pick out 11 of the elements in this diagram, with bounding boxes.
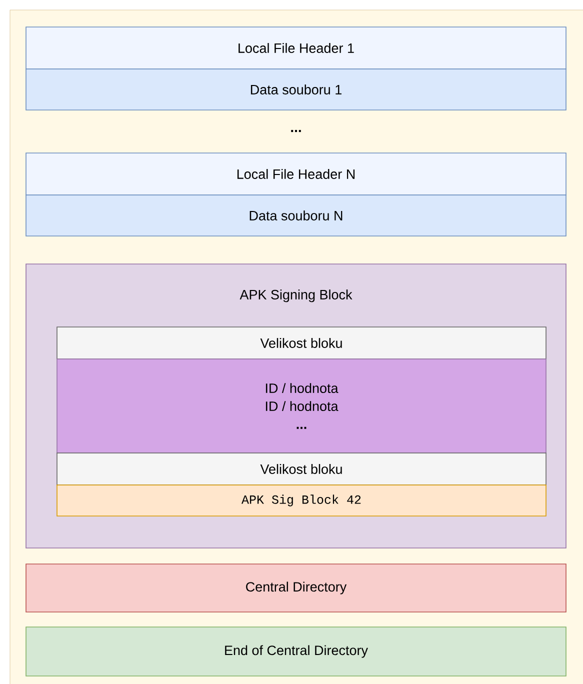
block-box: Local File Header N [26, 152, 566, 196]
block-box: APK Sig Block 42 [56, 484, 546, 516]
block-box: Velikost bloku [56, 452, 546, 486]
block-box: ID / hodnota ID / hodnota ... [56, 358, 546, 454]
block-box: Velikost bloku [56, 326, 546, 360]
block-box: Local File Header 1 [26, 26, 566, 70]
ellipsis: ... [291, 130, 301, 132]
block-box: Data souboru 1 [26, 68, 566, 110]
block-box: Data souboru N [26, 194, 566, 236]
block-box: End of Central Directory [26, 626, 566, 676]
block-box: Central Directory [26, 564, 566, 612]
